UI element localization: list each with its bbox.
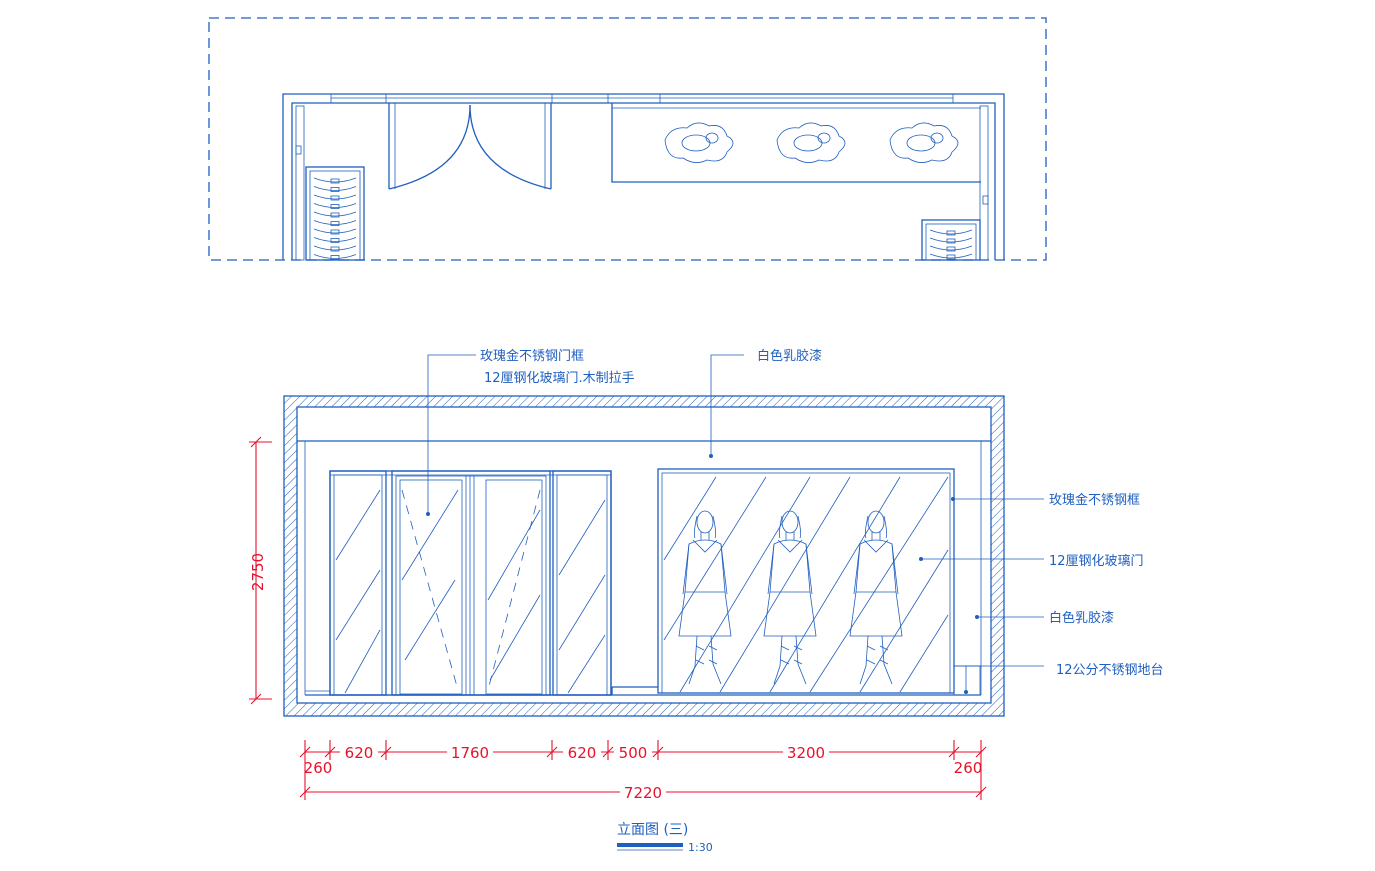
mannequin-3 xyxy=(849,510,903,685)
plan-left-shelf xyxy=(305,166,365,261)
dim-260-left: 260 xyxy=(304,759,333,777)
plan-mannequin-2 xyxy=(776,122,846,163)
window-glass-reflections xyxy=(663,476,949,693)
entrance-door-assembly xyxy=(329,470,612,696)
dim-260-right: 260 xyxy=(954,759,983,777)
dim-1760: 1760 xyxy=(451,744,489,762)
wall-inner xyxy=(296,406,992,704)
dim-620-b: 620 xyxy=(568,744,597,762)
leader-lines xyxy=(427,354,1044,692)
title-text: 立面图 (三) xyxy=(617,822,688,838)
dim-total: 7220 xyxy=(624,784,662,802)
door-glass-reflections xyxy=(335,489,606,694)
label-glass-door-handle: 12厘钢化玻璃门.木制拉手 xyxy=(484,371,635,386)
label-counter: 12公分不锈钢地台 xyxy=(1056,663,1164,678)
label-window-frame: 玫瑰金不锈钢框 xyxy=(1049,492,1140,508)
wall-outer xyxy=(283,395,1005,717)
plan-right-column xyxy=(979,105,989,261)
label-door-frame: 玫瑰金不锈钢门框 xyxy=(480,348,584,364)
dim-height: 2750 xyxy=(249,553,267,591)
glass-door xyxy=(391,470,551,696)
plan-view xyxy=(208,17,1047,261)
plan-outer-wall xyxy=(282,93,1005,260)
dim-3200: 3200 xyxy=(787,744,825,762)
dimensions: 2750 260 620 1760 620 xyxy=(249,436,987,802)
leader-dots xyxy=(426,454,979,694)
side-panel-left xyxy=(329,470,387,696)
plan-mannequin-3 xyxy=(889,122,959,163)
plan-mannequin-1 xyxy=(664,122,734,163)
plan-left-column xyxy=(295,105,305,261)
plan-inner-wall xyxy=(291,102,996,260)
display-window xyxy=(611,468,981,696)
dim-500: 500 xyxy=(619,744,648,762)
mannequin-1 xyxy=(678,510,732,685)
label-window-glass: 12厘钢化玻璃门 xyxy=(1049,554,1144,569)
plan-display-window xyxy=(611,103,981,183)
label-wall-paint: 白色乳胶漆 xyxy=(1049,610,1114,626)
plan-opening-2 xyxy=(551,93,609,104)
title-underline-thick xyxy=(617,843,683,847)
drawing-title: 立面图 (三) 1:30 xyxy=(617,822,713,854)
label-top-paint: 白色乳胶漆 xyxy=(757,348,822,364)
mannequin-2 xyxy=(763,510,817,685)
plan-boundary xyxy=(208,17,1047,261)
dim-620-a: 620 xyxy=(345,744,374,762)
plan-right-shelf xyxy=(921,219,981,261)
elevation-view: 玫瑰金不锈钢门框 12厘钢化玻璃门.木制拉手 白色乳胶漆 玫瑰金不锈钢框 12厘… xyxy=(283,348,1164,717)
plan-opening-1 xyxy=(330,93,387,104)
title-scale: 1:30 xyxy=(688,841,713,854)
plan-double-door xyxy=(388,103,552,190)
plan-opening-3 xyxy=(659,93,954,104)
